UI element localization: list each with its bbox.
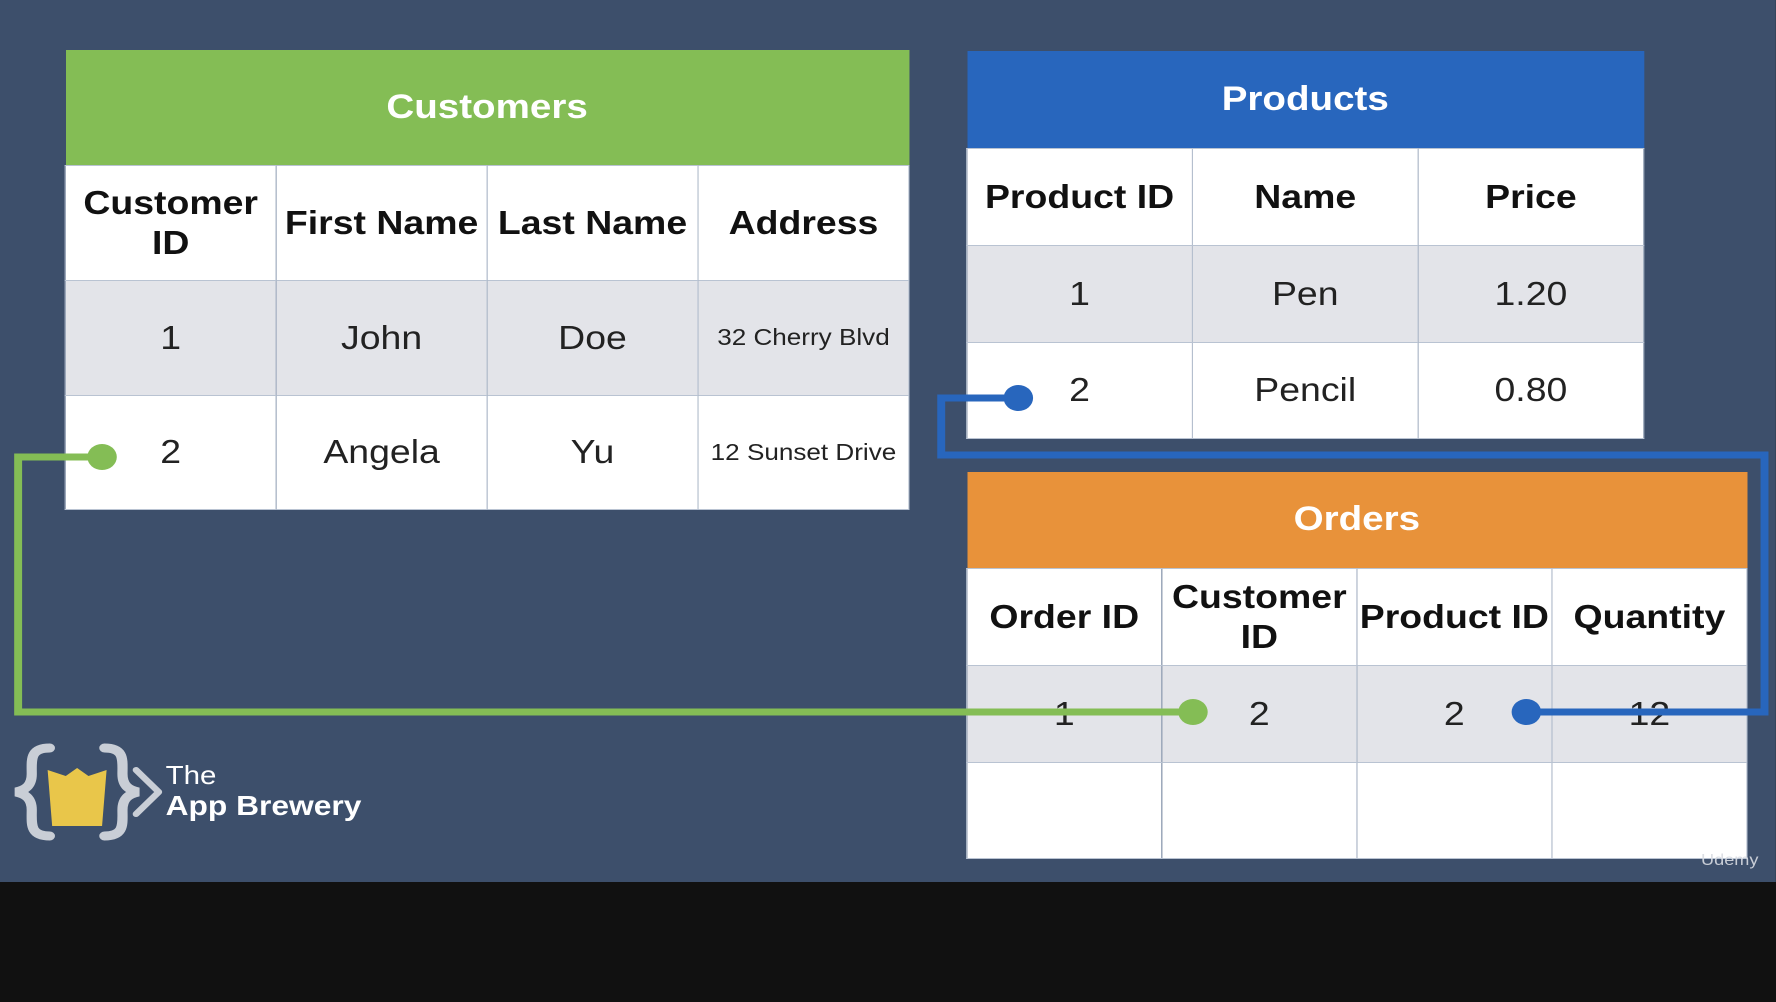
logo: The App Brewery bbox=[166, 760, 362, 822]
customers-title: Customers bbox=[65, 50, 909, 165]
logo-the: The bbox=[165, 760, 217, 790]
customers-header-customer-id: Customer ID bbox=[64, 164, 277, 281]
orders-header-customer-id: Customer ID bbox=[1161, 567, 1358, 666]
orders-cell bbox=[1356, 761, 1553, 859]
customers-cell: Angela bbox=[275, 394, 488, 510]
product-link-line bbox=[937, 394, 1769, 716]
logo-name: App Brewery bbox=[165, 790, 362, 821]
products-cell: 0.80 bbox=[1417, 341, 1645, 439]
orders-cell bbox=[1161, 761, 1358, 859]
product-link-end-dot bbox=[1511, 699, 1542, 725]
braces-cup-icon bbox=[14, 743, 163, 841]
products-header-price: Price bbox=[1417, 147, 1645, 246]
products-cell: Pen bbox=[1191, 244, 1419, 343]
customer-link-end-dot bbox=[1178, 699, 1208, 725]
table-row: 1 John Doe 32 Cherry Blvd bbox=[64, 279, 910, 396]
relationship-connectors bbox=[14, 385, 1769, 725]
customer-link-start-dot bbox=[87, 444, 117, 470]
customers-cell: Yu bbox=[486, 394, 699, 510]
orders-table: Orders Order ID Customer ID Product ID Q… bbox=[966, 472, 1748, 859]
customers-cell: Doe bbox=[486, 279, 699, 396]
products-table: Products Product ID Name Price 1 Pen 1.2… bbox=[966, 51, 1645, 439]
customers-cell: John bbox=[275, 279, 488, 396]
orders-header-quantity: Quantity bbox=[1551, 567, 1748, 666]
customers-cell: 32 Cherry Blvd bbox=[697, 279, 910, 396]
slide: Customers Customer ID First Name Last Na… bbox=[0, 0, 1776, 882]
products-cell: Pencil bbox=[1191, 341, 1419, 439]
orders-title: Orders bbox=[966, 472, 1747, 568]
products-cell: 1.20 bbox=[1417, 244, 1645, 343]
products-header-name: Name bbox=[1191, 147, 1419, 246]
table-row: 2 Angela Yu 12 Sunset Drive bbox=[64, 394, 910, 510]
products-header-product-id: Product ID bbox=[966, 147, 1193, 246]
customers-header-last-name: Last Name bbox=[486, 164, 699, 281]
table-row bbox=[966, 761, 1748, 859]
table-row: 2 Pencil 0.80 bbox=[966, 341, 1645, 439]
udemy-watermark: Udemy bbox=[1700, 852, 1759, 869]
customers-table: Customers Customer ID First Name Last Na… bbox=[64, 50, 910, 510]
customers-header-address: Address bbox=[697, 164, 910, 281]
products-cell: 1 bbox=[966, 244, 1193, 343]
customer-link-line bbox=[14, 453, 1193, 716]
customers-cell: 1 bbox=[64, 279, 277, 396]
product-link-start-dot bbox=[1003, 385, 1034, 411]
products-title: Products bbox=[966, 51, 1644, 148]
orders-cell bbox=[1551, 761, 1748, 859]
table-row: 1 Pen 1.20 bbox=[966, 244, 1645, 343]
orders-header-order-id: Order ID bbox=[966, 567, 1163, 666]
orders-cell bbox=[966, 761, 1163, 859]
products-cell: 2 bbox=[966, 341, 1193, 439]
customers-cell: 12 Sunset Drive bbox=[697, 394, 910, 510]
orders-header-product-id: Product ID bbox=[1356, 567, 1553, 666]
